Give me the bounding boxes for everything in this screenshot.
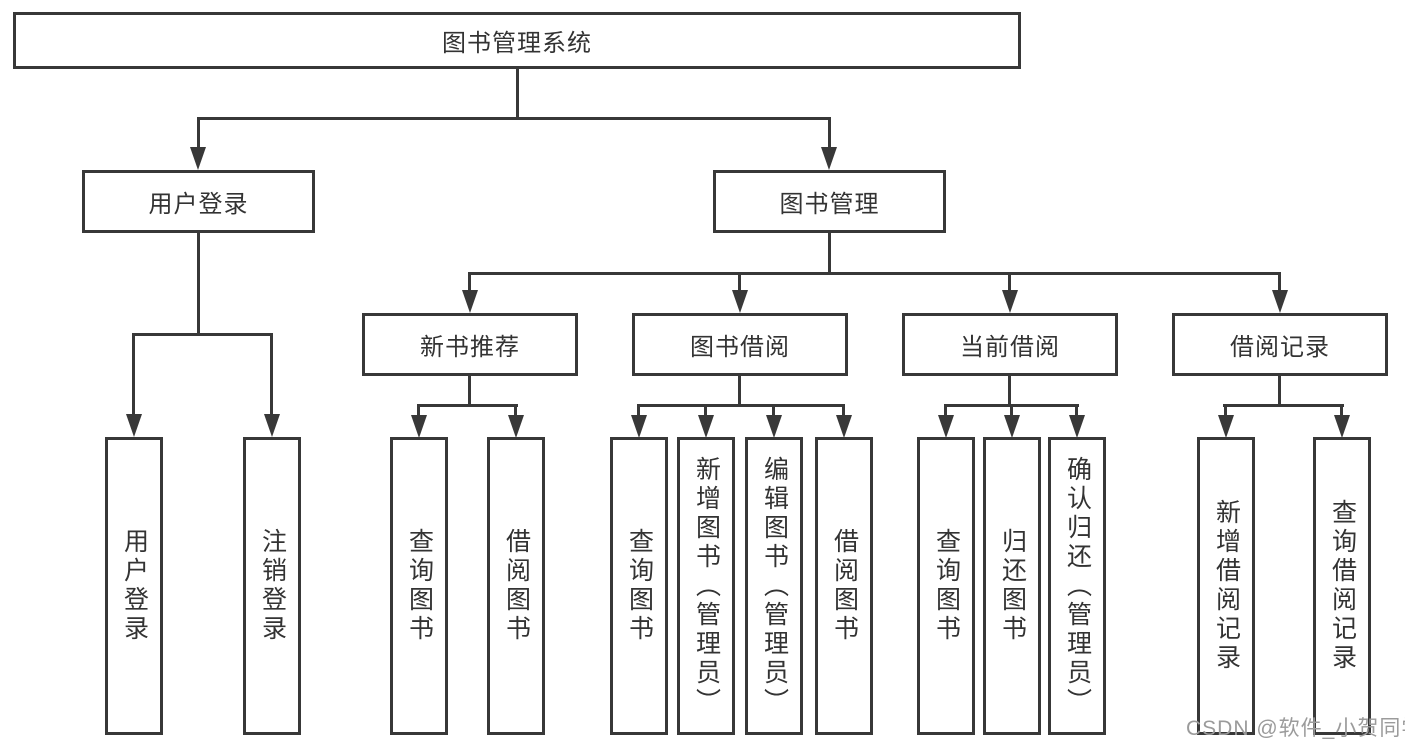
arrow-down-icon (190, 147, 206, 170)
node-label: 查询图书 (932, 528, 961, 644)
node-book-management: 图书管理 (713, 170, 946, 233)
arrow-down-icon (836, 415, 852, 438)
arrow-down-icon (1272, 290, 1288, 313)
node-borrowing-records: 借阅记录 (1172, 313, 1388, 376)
connector-drop (417, 404, 420, 417)
arrow-down-icon (1004, 415, 1020, 438)
node-library-system: 图书管理系统 (13, 12, 1021, 69)
node-label: 注销登录 (258, 528, 287, 644)
node-leaf-query-borrow-record: 查询借阅记录 (1313, 437, 1371, 735)
connector-bar (417, 404, 518, 407)
connector-stem (468, 376, 471, 407)
connector-drop (828, 117, 831, 150)
node-label: 借阅图书 (830, 528, 859, 644)
connector-bar (1223, 404, 1344, 407)
arrow-down-icon (1002, 290, 1018, 313)
connector-drop (1278, 272, 1281, 292)
node-label: 图书借阅 (690, 334, 790, 361)
node-label: 查询图书 (405, 528, 434, 644)
connector-login-stem (197, 232, 200, 336)
node-current-borrowing: 当前借阅 (902, 313, 1118, 376)
connector-drop (514, 404, 517, 417)
node-leaf-confirm-return-admin: 确认归还（管理员） (1048, 437, 1106, 735)
arrow-down-icon (264, 414, 280, 437)
node-book-borrowing: 图书借阅 (632, 313, 848, 376)
connector-books-stem (828, 232, 831, 275)
node-leaf-logout: 注销登录 (243, 437, 301, 735)
node-label: 新增借阅记录 (1212, 499, 1241, 673)
arrow-down-icon (462, 290, 478, 313)
connector-drop (772, 404, 775, 417)
connector-drop (1075, 404, 1078, 417)
node-label: 确认归还（管理员） (1063, 455, 1092, 717)
connector-drop (1224, 404, 1227, 417)
arrow-down-icon (508, 415, 524, 438)
arrow-down-icon (698, 415, 714, 438)
node-leaf-return-books: 归还图书 (983, 437, 1041, 735)
node-label: 查询借阅记录 (1328, 499, 1357, 673)
arrow-down-icon (732, 290, 748, 313)
arrow-down-icon (126, 414, 142, 437)
arrow-down-icon (766, 415, 782, 438)
connector-drop (944, 404, 947, 417)
node-label: 图书管理 (779, 191, 880, 218)
arrow-down-icon (411, 415, 427, 438)
node-label: 用户登录 (120, 528, 149, 644)
csdn-watermark: CSDN @软件_小贺同学 (1186, 717, 1405, 740)
connector-trunk-bar (197, 117, 830, 120)
node-label: 借阅记录 (1230, 334, 1330, 361)
arrow-down-icon (1218, 415, 1234, 438)
connector-drop (468, 272, 471, 292)
connector-drop (1008, 272, 1011, 292)
arrow-down-icon (1334, 415, 1350, 438)
connector-drop (738, 272, 741, 292)
node-new-book-recommend: 新书推荐 (362, 313, 578, 376)
arrow-down-icon (631, 415, 647, 438)
node-label: 图书管理系统 (442, 30, 592, 57)
node-leaf-query-books-recommend: 查询图书 (390, 437, 448, 735)
connector-drop (270, 333, 273, 416)
node-user-login: 用户登录 (82, 170, 315, 233)
node-leaf-add-borrow-record: 新增借阅记录 (1197, 437, 1255, 735)
connector-drop (197, 117, 200, 150)
node-label: 用户登录 (148, 191, 249, 218)
node-leaf-query-books-current: 查询图书 (917, 437, 975, 735)
connector-drop (637, 404, 640, 417)
node-label: 归还图书 (998, 528, 1027, 644)
connector-drop (132, 333, 135, 416)
connector-trunk-stem (516, 68, 519, 120)
connector-stem (738, 376, 741, 407)
connector-stem (1278, 376, 1281, 407)
connector-stem (1008, 376, 1011, 407)
node-label: 新书推荐 (420, 334, 520, 361)
node-label: 借阅图书 (502, 528, 531, 644)
connector-drop (1340, 404, 1343, 417)
arrow-down-icon (1069, 415, 1085, 438)
connector-drop (1010, 404, 1013, 417)
arrow-down-icon (821, 147, 837, 170)
node-leaf-borrow-books: 借阅图书 (815, 437, 873, 735)
node-leaf-borrow-books-recommend: 借阅图书 (487, 437, 545, 735)
node-leaf-add-books-admin: 新增图书（管理员） (677, 437, 735, 735)
arrow-down-icon (938, 415, 954, 438)
node-leaf-edit-books-admin: 编辑图书（管理员） (745, 437, 803, 735)
connector-drop (704, 404, 707, 417)
node-label: 编辑图书（管理员） (760, 455, 789, 717)
connector-books-bar (468, 272, 1281, 275)
connector-bar (637, 404, 845, 407)
node-label: 查询图书 (625, 528, 654, 644)
node-label: 当前借阅 (960, 334, 1060, 361)
connector-drop (842, 404, 845, 417)
node-leaf-query-books-borrow: 查询图书 (610, 437, 668, 735)
node-leaf-user-login: 用户登录 (105, 437, 163, 735)
node-label: 新增图书（管理员） (692, 455, 721, 717)
connector-login-bar (132, 333, 273, 336)
